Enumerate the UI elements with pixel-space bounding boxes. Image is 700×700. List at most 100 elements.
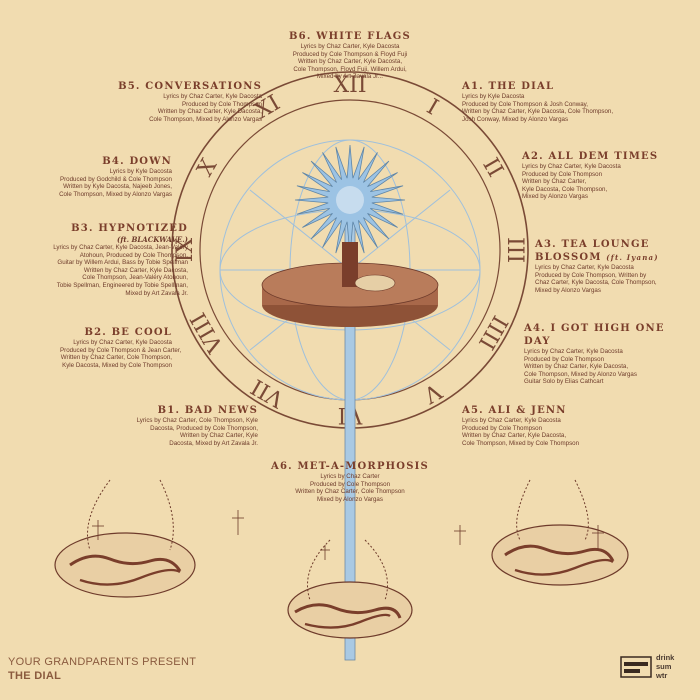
credit-line: Mixed by Art Zavala Jr. [125,289,188,297]
left-rock [54,479,196,598]
credit-line: Written by Chaz Carter, Kyle Dacosta, [157,108,262,116]
credit-line: Written by Chaz Carter, Kyle Dacosta, [297,58,403,66]
credit-line: Produced by Cole Thompson & Josh Conway, [462,100,588,108]
track-a3: A3. TEA LOUNGE BLOSSOM (ft. Iyana) Lyric… [535,238,685,294]
credit-line: Cole Thompson, Floyd Fuji, Willem Ardui, [293,65,407,73]
right-rock [491,479,629,586]
credit-line: Mixed by Alonzo Vargas [522,193,588,201]
track-b1-title: B1. BAD NEWS [157,405,258,416]
credit-line: Mixed by Art Zavala Jr... [316,73,384,81]
credit-line: Produced by Cole Thompson & Jean Carter, [60,346,182,354]
credit-line: Lyrics by Chaz Carter, Kyle Dacosta [300,43,400,50]
credit-line: Produced by Cole Thompson, Written by [535,271,647,279]
credit-line: Written by Chaz Carter, Kyle Dacosta, Co… [462,108,614,116]
clock-numeral: VIII [186,308,229,358]
artist-presents: YOUR GRANDPARENTS PRESENT [8,656,197,668]
credit-line: Written by Kyle Dacosta, Najeeb Jones, [63,183,172,191]
track-a3-feature: (ft. Iyana) [606,253,659,262]
track-b3-title: B3. HYPNOTIZED [71,223,188,234]
logo-line-2: sum [656,662,672,671]
credit-line: Lyrics by Kyle Dacosta [109,168,172,175]
center-rock [287,539,413,639]
credit-line: Chaz Carter, Kyle Dacosta, Cole Thompson… [535,279,657,287]
track-b6: B6. WHITE FLAGS Lyrics by Chaz Carter, K… [250,30,450,81]
credit-line: Lyrics by Chaz Carter, Kyle Dacosta [73,339,172,346]
track-a4-title: A4. I GOT HIGH ONE DAY [524,323,665,347]
credit-line: Cole Thompson, Mixed by Alonzo Vargas [524,370,637,378]
credit-line: Cole Thompson, Mixed by Alonzo Vargas [149,115,262,123]
credit-line: Produced by Cole Thompson [522,170,603,178]
track-b2-title: B2. BE COOL [84,327,172,338]
credit-line: Dacosta, Mixed by Art Zavala Jr. [169,439,258,447]
track-b4-title: B4. DOWN [102,156,172,167]
credit-line: Written by Chaz Carter, Kyle Dacosta, [83,266,188,274]
credit-line: Lyrics by Chaz Carter [320,473,380,480]
clock-numeral: XII [333,73,366,98]
clock-numeral: IIII [473,311,512,354]
track-a1-title: A1. THE DIAL [462,81,555,92]
clock-numeral: IX [173,237,198,262]
credit-line: Written by Chaz Carter, Cole Thompson [295,488,405,496]
credit-line: Produced by Cole Thompson [524,355,605,363]
track-a5: A5. ALI & JENN Lyrics by Chaz Carter, Ky… [462,404,612,447]
credit-line: Kyle Dacosta, Mixed by Cole Thompson [62,361,172,369]
clock-numeral: III [502,237,527,263]
track-a3-title2: BLOSSOM [535,252,602,263]
credit-line: Lyrics by Chaz Carter, Cole Thompson, Ky… [136,417,258,424]
clock-numerals: XIIIIIIIIIIIIVVIVIIVIIIIXXXI [173,73,527,427]
credit-line: Produced by Cole Thompson [462,424,543,432]
track-b3-feature: (ft. BLACKWAVE.) [117,235,188,244]
credit-line: Produced by Cole Thompson [309,480,391,488]
credit-line: Produced by Godchild & Cole Thompson [59,175,172,183]
clock-numeral: I [422,95,442,121]
credit-line: Lyrics by Chaz Carter, Kyle Dacosta [524,348,623,355]
track-b5-title: B5. CONVERSATIONS [118,81,262,92]
credit-line: Cole Thompson, Jean-Valéry Atohoun, [82,274,188,282]
spinning-disc [261,242,439,327]
credit-line: Mixed by Alonzo Vargas [317,495,383,503]
album-title: THE DIAL [8,670,62,682]
star-center [336,186,364,214]
track-a2: A2. ALL DEM TIMES Lyrics by Chaz Carter,… [522,150,662,201]
credit-line: Guitar Solo by Elias Cathcart [524,378,604,386]
track-b3: B3. HYPNOTIZED (ft. BLACKWAVE.) Lyrics b… [6,222,188,297]
credit-line: Dacosta, Produced by Cole Thompson, [150,424,258,432]
track-b1: B1. BAD NEWS Lyrics by Chaz Carter, Cole… [80,404,258,447]
credit-line: Lyrics by Chaz Carter, Kyle Dacosta [462,417,561,424]
track-b2: B2. BE COOL Lyrics by Chaz Carter, Kyle … [60,326,182,369]
blue-star-icon [294,144,406,256]
label-mark-icon [620,656,652,678]
logo-line-3: wtr [656,671,668,680]
cross-marks [92,510,604,560]
credit-line: Written by Chaz Carter, [522,178,587,186]
credit-line: Atohoun, Produced by Cole Thompson, [79,251,188,259]
credit-line: Written by Chaz Carter, Kyle Dacosta, [462,432,567,440]
credit-line: Cole Thompson, Mixed by Alonzo Vargas [59,190,172,198]
credit-line: Lyrics by Chaz Carter, Kyle Dacosta [522,163,621,170]
credit-line: Lyrics by Kyle Dacosta [462,93,525,100]
credit-line: Cole Thompson, Mixed by Cole Thompson [462,439,580,447]
credit-line: Lyrics by Chaz Carter, Kyle Dacosta, Jea… [53,244,188,251]
credit-line: Mixed by Alonzo Vargas [535,286,601,294]
label-logo: drink sum wtr [620,652,696,686]
credit-line: Written by Chaz Carter, Kyle Dacosta, [524,363,629,371]
track-a5-title: A5. ALI & JENN [462,405,567,416]
credit-line: Produced by Cole Thompson [181,100,262,108]
credit-line: Produced by Cole Thompson & Floyd Fuji [292,50,408,58]
track-a6: A6. MET-A-MORPHOSIS Lyrics by Chaz Carte… [260,460,440,503]
credit-line: Tobie Spellman, Engineered by Tobie Spel… [56,281,188,289]
credit-line: Lyrics by Chaz Carter, Kyle Dacosta [535,264,634,271]
credit-line: Josh Conway, Mixed by Alonzo Vargas [462,115,569,123]
track-a1: A1. THE DIAL Lyrics by Kyle Dacosta Prod… [462,80,632,123]
credit-line: Written by Chaz Carter, Cole Thompson, [60,354,172,362]
track-b5: B5. CONVERSATIONS Lyrics by Chaz Carter,… [80,80,262,123]
credit-line: Written by Chaz Carter, Kyle [180,432,258,440]
credit-line: Kyle Dacosta, Cole Thompson, [522,185,608,193]
track-a4: A4. I GOT HIGH ONE DAY Lyrics by Chaz Ca… [524,322,674,386]
track-b4: B4. DOWN Lyrics by Kyle Dacosta Produced… [40,155,172,198]
track-a2-title: A2. ALL DEM TIMES [522,151,659,162]
track-a3-title-line2: BLOSSOM (ft. Iyana) [535,251,685,264]
track-a6-title: A6. MET-A-MORPHOSIS [271,461,429,472]
logo-line-1: drink [656,653,675,662]
